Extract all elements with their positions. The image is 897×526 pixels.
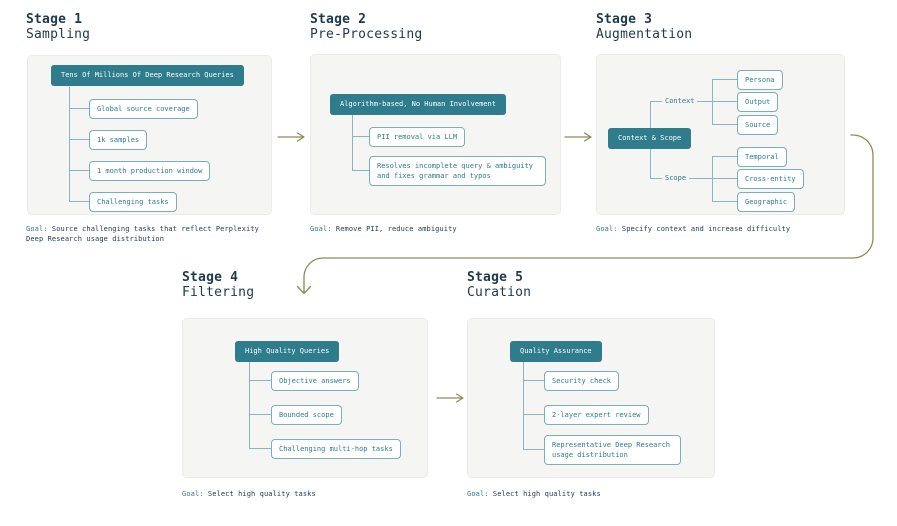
connector-stub: [69, 201, 89, 202]
connector-stub: [523, 380, 544, 381]
tree-root-context-scope: Context & Scope: [608, 128, 692, 149]
stage-3-panel: Context Persona Output Source Scope Temp…: [596, 54, 845, 215]
tree-node-security-check: Security check: [544, 371, 620, 391]
stage-1-name: Sampling: [26, 27, 91, 42]
connector-stub: [712, 79, 737, 80]
tree-node-output: Output: [737, 92, 779, 112]
goal-text: Select high quality tasks: [492, 490, 601, 498]
connector-stub: [712, 101, 737, 102]
stage-1-title: Stage 1 Sampling: [26, 12, 90, 42]
connector-stub: [712, 201, 737, 202]
connector-stub: [249, 380, 271, 381]
stage-5-name: Curation: [467, 285, 532, 300]
connector-stub: [523, 449, 544, 450]
goal-label: Goal:: [596, 225, 618, 233]
goal-label: Goal:: [310, 225, 332, 233]
connector-stub: [712, 124, 737, 125]
goal-label: Goal:: [467, 490, 489, 498]
stage-3-label: Stage 3: [596, 12, 653, 27]
goal-text: Specify context and increase difficulty: [621, 225, 791, 233]
connector-stub: [69, 170, 89, 171]
tree-node-multi-hop: Challenging multi-hop tasks: [271, 439, 401, 459]
tree-node-pii-removal: PII removal via LLM: [369, 127, 466, 147]
tree-node-challenging-tasks: Challenging tasks: [89, 192, 177, 212]
stage-4-name: Filtering: [182, 285, 255, 300]
goal-label: Goal:: [26, 225, 48, 233]
goal-text: Source challenging tasks that reflect Pe…: [26, 225, 259, 243]
stage-4-label: Stage 4: [182, 270, 239, 285]
connector-stub: [523, 414, 544, 415]
goal-text: Select high quality tasks: [207, 490, 316, 498]
stage-2-panel: Algorithm-based, No Human Involvement PI…: [310, 54, 561, 215]
connector-stub: [249, 414, 271, 415]
stage-3-title: Stage 3 Augmentation: [596, 12, 692, 42]
stage-4-title: Stage 4 Filtering: [182, 270, 254, 300]
connector-trunk: [523, 362, 524, 449]
connector-stub: [650, 178, 662, 179]
stage-1-goal: Goal: Source challenging tasks that refl…: [26, 224, 278, 244]
connector-stub: [249, 448, 271, 449]
stage-2-label: Stage 2: [310, 12, 367, 27]
connector-stub: [697, 101, 712, 102]
stage-1-panel: Tens Of Millions Of Deep Research Querie…: [27, 55, 272, 215]
connector-stub: [650, 101, 662, 102]
branch-label-scope: Scope: [665, 174, 687, 182]
stage-3-name: Augmentation: [596, 27, 693, 42]
stage-2-name: Pre-Processing: [310, 27, 423, 42]
arrow-stage4-to-stage5-icon: [436, 393, 464, 403]
stage-5-goal: Goal: Select high quality tasks: [467, 489, 719, 499]
connector-stub: [352, 136, 369, 137]
connector-stub: [712, 156, 737, 157]
connector-trunk: [249, 362, 250, 449]
tree-node-temporal: Temporal: [737, 147, 787, 167]
branch-label-context: Context: [665, 97, 695, 105]
tree-node-expert-review: 2-layer expert review: [544, 405, 649, 425]
stage-3-goal: Goal: Specify context and increase diffi…: [596, 224, 848, 234]
tree-node-1k-samples: 1k samples: [89, 130, 148, 150]
stage-1-label: Stage 1: [26, 12, 83, 27]
tree-node-representative: Representative Deep Research usage distr…: [544, 435, 681, 465]
connector-stub: [69, 139, 89, 140]
tree-node-objective-answers: Objective answers: [271, 371, 359, 391]
tree-node-production-window: 1 month production window: [89, 161, 211, 181]
tree-root-algorithm: Algorithm-based, No Human Involvement: [330, 94, 506, 115]
connector-trunk: [352, 115, 353, 170]
tree-node-persona: Persona: [737, 70, 783, 90]
stage-2-title: Stage 2 Pre-Processing: [310, 12, 422, 42]
tree-node-global-source: Global source coverage: [89, 99, 198, 119]
arrow-stage2-to-stage3-icon: [564, 132, 592, 142]
connector-stub: [69, 108, 89, 109]
arrow-stage1-to-stage2-icon: [277, 132, 305, 142]
tree-node-bounded-scope: Bounded scope: [271, 405, 342, 425]
tree-node-resolves-ambiguity: Resolves incomplete query & ambiguity an…: [369, 156, 546, 186]
stage-5-label: Stage 5: [467, 270, 524, 285]
connector-stub: [689, 178, 712, 179]
tree-root-queries: Tens Of Millions Of Deep Research Querie…: [51, 65, 244, 86]
connector-trunk: [69, 87, 70, 201]
tree-root-high-quality: High Quality Queries: [235, 341, 340, 362]
tree-root-quality-assurance: Quality Assurance: [510, 341, 602, 362]
tree-node-source: Source: [737, 115, 779, 135]
stage-5-panel: Quality Assurance Security check 2-layer…: [467, 318, 715, 478]
stage-4-goal: Goal: Select high quality tasks: [182, 489, 434, 499]
tree-node-geographic: Geographic: [737, 192, 796, 212]
connector-stub: [352, 170, 369, 171]
tree-node-cross-entity: Cross-entity: [737, 169, 804, 189]
stage-4-panel: High Quality Queries Objective answers B…: [182, 318, 428, 478]
connector-stub: [712, 178, 737, 179]
goal-text: Remove PII, reduce ambiguity: [335, 225, 457, 233]
stage-5-title: Stage 5 Curation: [467, 270, 531, 300]
stage-2-goal: Goal: Remove PII, reduce ambiguity: [310, 224, 562, 234]
goal-label: Goal:: [182, 490, 204, 498]
